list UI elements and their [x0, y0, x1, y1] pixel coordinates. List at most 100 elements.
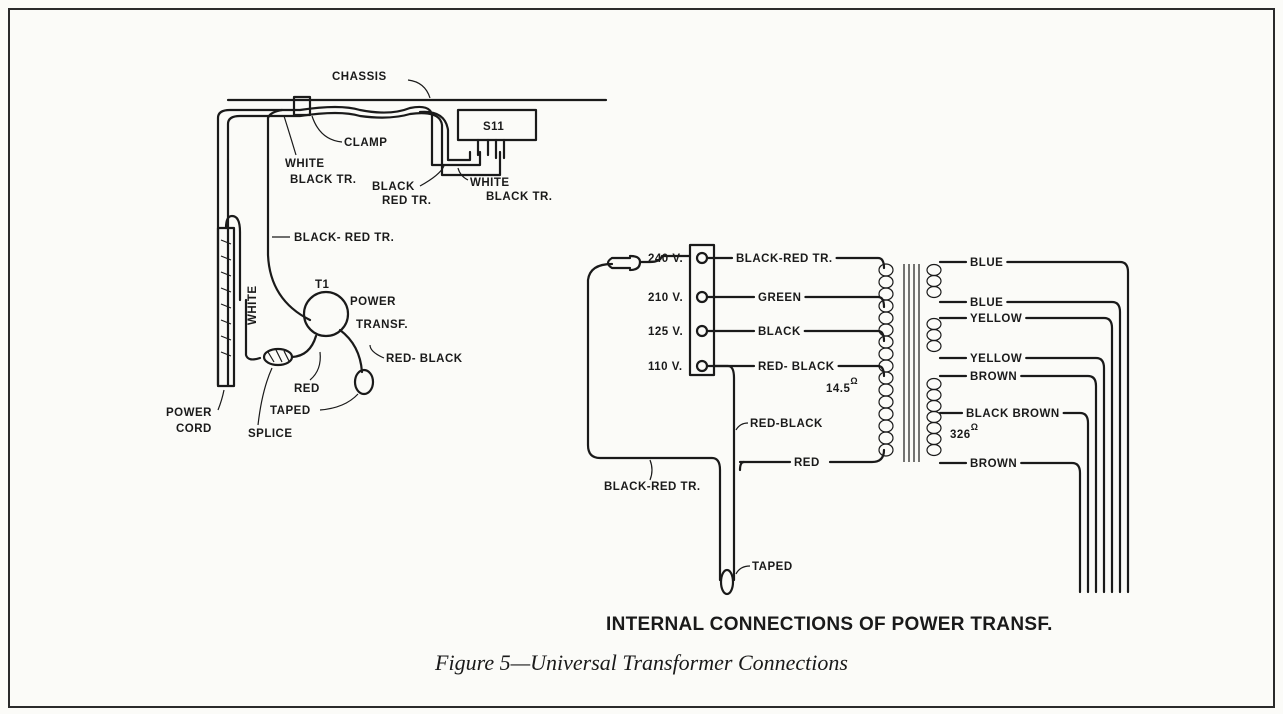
tap-wire-label: GREEN — [758, 292, 801, 304]
cord-hatch — [220, 239, 232, 357]
taped-joint — [353, 368, 375, 396]
secondary-lead-label: BLUE — [970, 257, 1003, 269]
terminal-strip — [688, 243, 716, 377]
switch-label: S11 — [483, 121, 504, 133]
red-black-lead — [338, 328, 364, 374]
secondary-lead — [938, 411, 1090, 594]
secondary-ohm-symbol: Ω — [971, 422, 979, 432]
power-cord-pointer — [217, 389, 225, 411]
power-transformer-t1 — [302, 290, 350, 338]
secondary-ohms-label: 326Ω — [950, 422, 978, 441]
tap-terminal — [695, 290, 709, 304]
tap-voltage: 125 V. — [648, 326, 683, 338]
coil-turn — [926, 339, 942, 353]
coil-turn — [926, 421, 942, 435]
coil-turn — [926, 377, 942, 391]
secondary-lead — [938, 260, 1130, 594]
coil-turn — [926, 317, 942, 331]
chassis-pointer — [407, 79, 431, 99]
coil-turn — [926, 274, 942, 288]
clamp-pointer — [311, 115, 343, 143]
secondary-lead-label: BROWN — [970, 458, 1017, 470]
black-red-tr-top-2: RED TR. — [382, 195, 432, 207]
splice-pointer — [257, 367, 273, 426]
t1-label: T1 — [315, 279, 330, 291]
transformer-core — [903, 264, 920, 462]
white-black-tr-b-1: WHITE — [470, 177, 510, 189]
tap-wire — [705, 329, 886, 343]
power-cord-white — [216, 105, 482, 387]
coil-turn — [926, 263, 942, 277]
chassis-label: CHASSIS — [332, 71, 387, 83]
secondary-lead-label: YELLOW — [970, 353, 1022, 365]
coil-turn — [926, 432, 942, 446]
splice — [262, 347, 294, 367]
coil-turn — [878, 299, 894, 313]
black-red-tr-down — [266, 116, 312, 322]
power-cord-label-2: CORD — [176, 423, 212, 435]
coil-turn — [926, 443, 942, 457]
tap-terminal — [695, 359, 709, 373]
white-black-tr-pointer — [283, 115, 297, 156]
red-pointer — [309, 351, 321, 381]
plug-lead — [638, 254, 692, 264]
secondary-lead — [938, 300, 1122, 594]
secondary-lead-label: YELLOW — [970, 313, 1022, 325]
black-red-tr-return — [586, 262, 722, 582]
black-red-return-pointer — [649, 459, 653, 481]
secondary-lead-label: BLUE — [970, 297, 1003, 309]
coil-turn — [878, 383, 894, 397]
primary-ohm-symbol: Ω — [850, 376, 858, 386]
red-lead — [290, 334, 318, 359]
taped-pointer — [319, 393, 359, 411]
tap-wire-label: BLACK — [758, 326, 801, 338]
cord-loop — [224, 214, 242, 302]
power-cord-sheath — [216, 226, 236, 388]
red-lead-join — [738, 460, 746, 472]
black-red-tr-label: BLACK- RED TR. — [294, 232, 394, 244]
primary-ohms-label: 14.5Ω — [826, 376, 858, 395]
splice-hatch — [267, 349, 290, 363]
coil-turn — [878, 395, 894, 409]
red-black-down-pointer — [735, 422, 749, 431]
tap-voltage: 110 V. — [648, 361, 683, 373]
secondary-ohms: 326 — [950, 429, 971, 441]
white-black-b-pointer — [457, 167, 469, 181]
secondary-lead-label: BLACK BROWN — [966, 408, 1060, 420]
power-transf-label-1: POWER — [350, 296, 396, 308]
switch-terminals — [476, 138, 506, 160]
coil-turn — [878, 311, 894, 325]
figure-border — [8, 8, 1275, 708]
secondary-lead-label: BROWN — [970, 371, 1017, 383]
coil-turn — [926, 285, 942, 299]
secondary-lead — [938, 356, 1106, 594]
tap-voltage: 210 V. — [648, 292, 683, 304]
figure-caption: Figure 5—Universal Transformer Connectio… — [435, 650, 848, 675]
secondary-lead — [938, 374, 1098, 594]
coil-turn — [926, 410, 942, 424]
coil-turn — [878, 287, 894, 301]
black-red-top-pointer — [419, 165, 445, 187]
tap-voltage: 240 V. — [648, 253, 683, 265]
coil-turn — [926, 399, 942, 413]
red-lead-label: RED — [794, 457, 820, 469]
coil-turn — [878, 431, 894, 445]
coil-turn — [878, 263, 894, 277]
power-cord-label-1: POWER — [166, 407, 212, 419]
black-red-tr-top-1: BLACK — [372, 181, 415, 193]
internal-connections-heading: INTERNAL CONNECTIONS OF POWER TRANSF. — [606, 614, 1053, 635]
taped-end-label: TAPED — [752, 561, 793, 573]
taped-label: TAPED — [270, 405, 311, 417]
secondary-lead — [938, 316, 1114, 594]
primary-coil — [878, 263, 894, 457]
red-lead-right — [738, 448, 886, 464]
taped-end — [719, 568, 735, 596]
white-black-tr-b-2: BLACK TR. — [486, 191, 552, 203]
coil-turn — [878, 323, 894, 337]
secondary-lead — [938, 461, 1082, 594]
splice-label: SPLICE — [248, 428, 293, 440]
coil-turn — [878, 371, 894, 385]
clamp-label: CLAMP — [344, 137, 387, 149]
